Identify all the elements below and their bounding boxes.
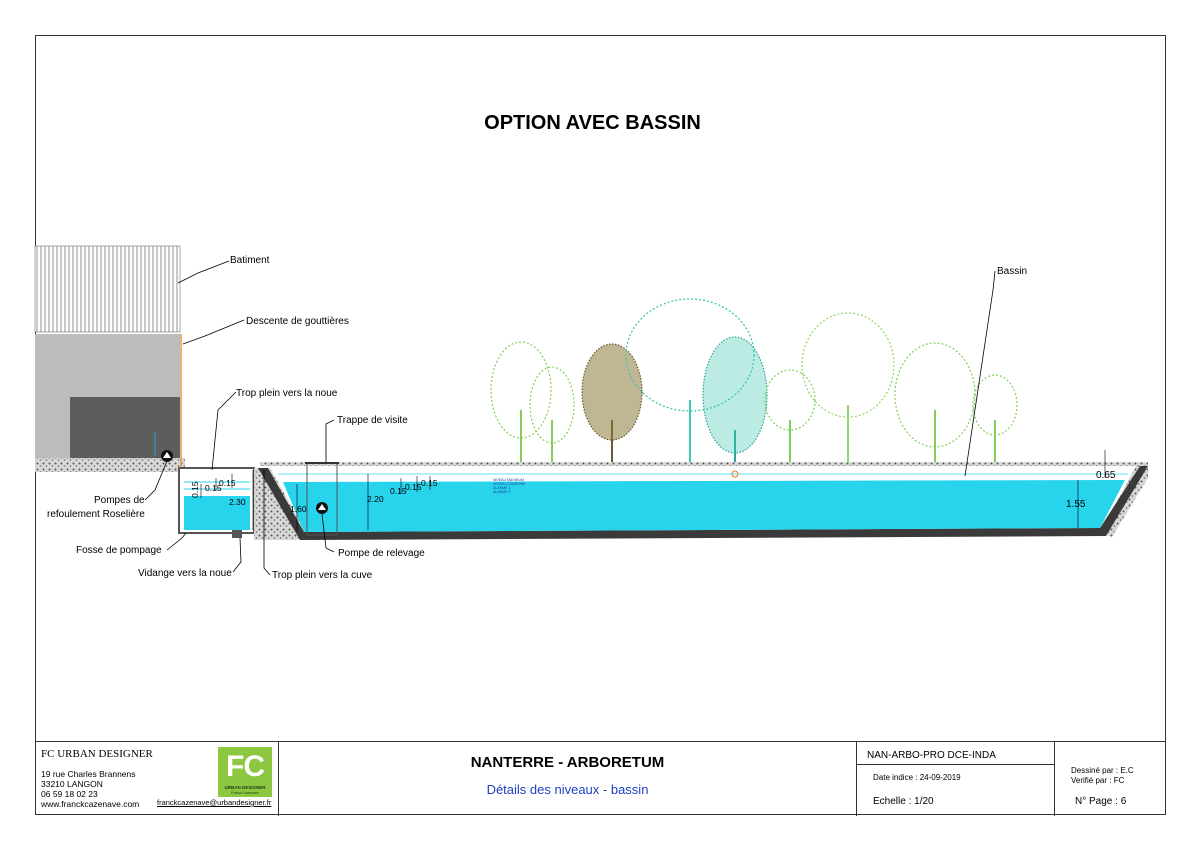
- label-descente: Descente de gouttières: [246, 316, 349, 327]
- logo-subtitle-2: Franck Cazenave: [231, 791, 259, 795]
- section-drawing: Batiment Descente de gouttières Trop ple…: [34, 245, 1148, 581]
- building-door: [70, 397, 180, 458]
- drawn-by: Dessiné par : E.C: [1071, 766, 1134, 775]
- tree: [625, 298, 755, 462]
- dim-230-pit: 2.30: [229, 497, 246, 507]
- basin-liner: [258, 466, 1148, 540]
- tree: [764, 369, 816, 462]
- label-pompe-relevage: Pompe de relevage: [338, 548, 425, 559]
- company-logo: FC URBAN DESIGNER Franck Cazenave: [218, 747, 272, 797]
- dim-065: 0.65: [1096, 470, 1116, 481]
- label-trop-plein-noue: Trop plein vers la noue: [236, 388, 338, 399]
- pumping-pit-water: [184, 496, 250, 530]
- address-line-1: 19 rue Charles Brannens: [41, 769, 136, 779]
- company-cell: FC URBAN DESIGNER 19 rue Charles Brannen…: [35, 742, 279, 816]
- building-ground: [35, 458, 185, 472]
- website: www.franckcazenave.com: [41, 799, 140, 809]
- project-title: NANTERRE - ARBORETUM: [470, 754, 665, 771]
- pump-arrow-icon: [163, 452, 171, 458]
- dim-015-b: 0.15: [205, 483, 222, 493]
- drawing-reference: NAN-ARBO-PRO DCE-INDA: [867, 750, 996, 761]
- email: franckcazenave@urbandesigner.fr: [157, 798, 272, 807]
- leader-lines: [144, 260, 996, 576]
- author-cell: Dessiné par : E.C Verifié par : FC N° Pa…: [1055, 742, 1166, 816]
- label-pompes-1: Pompes de: [94, 495, 145, 506]
- inspection-hatch: [305, 462, 339, 536]
- dim-015-d: 0.15: [390, 486, 407, 496]
- tree: [581, 343, 643, 462]
- level-note-3: ALARME 1: [493, 486, 510, 490]
- trees: [490, 298, 1018, 462]
- drain-marker: [731, 470, 739, 478]
- address-line-2: 33210 LANGON: [41, 779, 103, 789]
- divider: [857, 764, 1054, 765]
- dim-015-a: 0.15: [190, 481, 200, 498]
- dim-220: 2.20: [367, 494, 384, 504]
- scale: Echelle : 1/20: [873, 796, 934, 807]
- basin: [258, 466, 1148, 540]
- label-pompes-2: refoulement Roselière: [47, 509, 145, 520]
- building-roof: [34, 245, 181, 333]
- dim-160: 1.60: [290, 504, 307, 514]
- label-fosse: Fosse de pompage: [76, 545, 162, 556]
- tree: [529, 366, 575, 462]
- tree: [490, 341, 552, 462]
- label-batiment: Batiment: [230, 255, 270, 266]
- phone: 06 59 18 02 23: [41, 789, 98, 799]
- page-number: N° Page : 6: [1075, 796, 1127, 807]
- project-subtitle: Détails des niveaux - bassin: [486, 782, 649, 797]
- logo-text: FC: [226, 750, 265, 783]
- dim-015-f: 0.15: [421, 478, 438, 488]
- checked-by: Verifié par : FC: [1071, 776, 1125, 785]
- ground-surface: [260, 462, 1148, 466]
- dim-155: 1.55: [1066, 499, 1086, 510]
- pumping-pit: [178, 467, 255, 538]
- dim-015-e: 0.15: [405, 482, 422, 492]
- tree: [801, 312, 895, 462]
- logo-subtitle: URBAN DESIGNER: [224, 785, 266, 790]
- lift-pump-arrow-icon: [318, 504, 326, 510]
- basin-water: [283, 480, 1125, 532]
- title-block: FC URBAN DESIGNER 19 rue Charles Brannen…: [35, 741, 1166, 816]
- dimension-marks: [200, 450, 1106, 532]
- tree: [894, 342, 976, 462]
- reference-cell: NAN-ARBO-PRO DCE-INDA Date indice : 24-0…: [857, 742, 1055, 816]
- company-name: FC URBAN DESIGNER: [41, 748, 153, 760]
- label-vidange: Vidange vers la noue: [138, 568, 232, 579]
- level-note-4: ALARME 2: [493, 490, 510, 494]
- date-index: Date indice : 24-09-2019: [873, 773, 961, 782]
- page-title: OPTION AVEC BASSIN: [484, 112, 701, 134]
- level-note-1: NIVEAU MAXIMUM: [493, 478, 524, 482]
- dim-015-c: 0.15: [219, 478, 236, 488]
- label-trop-plein-cuve: Trop plein vers la cuve: [272, 570, 373, 581]
- label-bassin: Bassin: [997, 266, 1027, 277]
- tree: [972, 374, 1018, 462]
- label-trappe: Trappe de visite: [337, 415, 408, 426]
- tree: [702, 336, 768, 462]
- building: [34, 245, 185, 472]
- project-cell: NANTERRE - ARBORETUM Détails des niveaux…: [279, 742, 857, 816]
- level-note-2: NIVEAU CONSIGNE: [493, 482, 526, 486]
